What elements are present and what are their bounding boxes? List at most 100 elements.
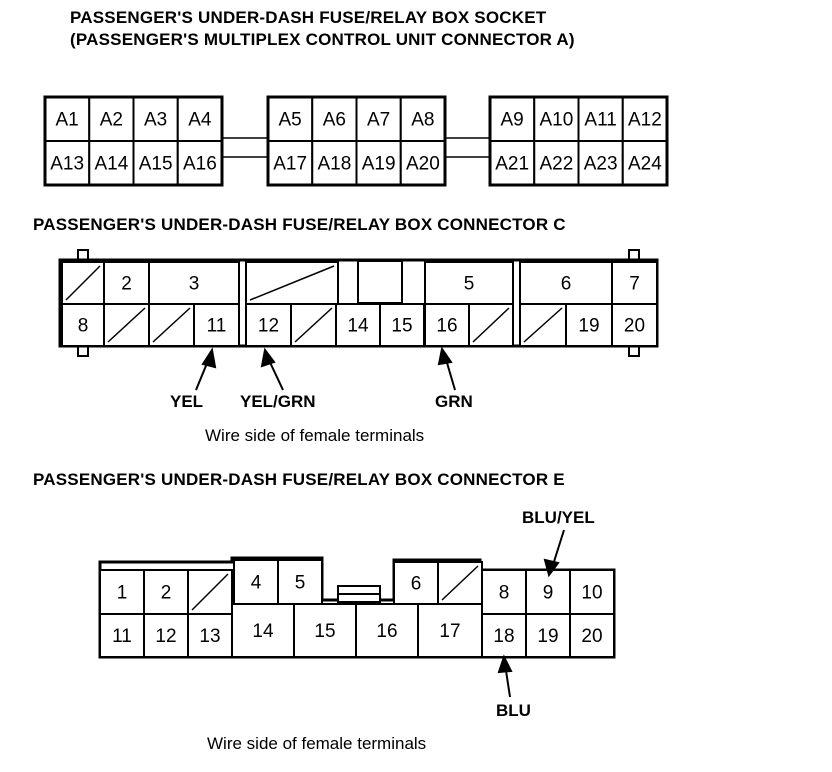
- terminal-number: A22: [539, 154, 573, 175]
- connector-c-title: PASSENGER'S UNDER-DASH FUSE/RELAY BOX CO…: [33, 215, 566, 234]
- socket-block-frame: [488, 95, 669, 187]
- terminal-number: 2: [161, 583, 172, 604]
- socket-terminal-a5: A5: [267, 96, 314, 142]
- wire-label-blu-yel: BLU/YEL: [522, 508, 595, 527]
- connector-c-terminal-6: 6: [519, 261, 613, 305]
- connector-c-empty-cavity: [103, 303, 150, 347]
- socket-terminal-a22: A22: [533, 140, 580, 186]
- terminal-number: A16: [183, 154, 217, 175]
- terminal-number: A14: [94, 154, 128, 175]
- socket-terminal-a19: A19: [355, 140, 402, 186]
- terminal-number: 15: [314, 621, 335, 642]
- wire-label-yel: YEL: [170, 392, 204, 411]
- connector-c-empty-cavity: [290, 303, 337, 347]
- connector-c-terminal-11: 11: [193, 303, 240, 347]
- terminal-number: 20: [581, 626, 602, 647]
- terminal-number: 2: [121, 274, 132, 295]
- socket-terminal-a9: A9: [489, 96, 536, 142]
- connector-e-terminal-20: 20: [569, 613, 615, 658]
- connector-e-terminal-8: 8: [481, 569, 527, 615]
- connector-c-terminal-20: 20: [611, 303, 658, 347]
- connector-c-empty-cavity: [468, 303, 514, 347]
- terminal-number: 13: [199, 626, 220, 647]
- empty-cavity-mark: [191, 573, 229, 611]
- terminal-number: 11: [112, 626, 132, 647]
- terminal-number: A7: [367, 110, 390, 131]
- socket-terminal-a2: A2: [88, 96, 135, 142]
- empty-cavity-mark: [294, 307, 333, 343]
- connector-c-terminal-2: 2: [103, 261, 150, 305]
- connector-c-terminal-16: 16: [424, 303, 470, 347]
- terminal-number: A4: [188, 110, 212, 131]
- connector-e-caption: Wire side of female terminals: [207, 734, 427, 753]
- empty-cavity-mark: [107, 307, 146, 343]
- terminal-number: 15: [391, 316, 412, 337]
- socket-block-frame: [43, 95, 224, 187]
- terminal-number: 20: [624, 316, 645, 337]
- connector-e-terminal-11: 11: [99, 613, 145, 658]
- connector-e-terminal-13: 13: [187, 613, 233, 658]
- socket-terminal-a4: A4: [176, 96, 223, 142]
- terminal-number: A19: [362, 154, 396, 175]
- connector-c-empty-cavity: [148, 303, 195, 347]
- connector-c-terminal-15: 15: [379, 303, 425, 347]
- terminal-number: 16: [376, 621, 397, 642]
- arrow-head: [201, 347, 217, 369]
- socket-terminal-a24: A24: [621, 140, 668, 186]
- connector-c-terminal-7: 7: [611, 261, 658, 305]
- connector-c-empty-cavity: [61, 261, 105, 305]
- terminal-number: 5: [464, 274, 475, 295]
- connector-c-terminal-8: 8: [61, 303, 105, 347]
- arrow-head: [437, 346, 453, 366]
- terminal-number: 19: [537, 626, 558, 647]
- terminal-number: A23: [584, 154, 618, 175]
- terminal-number: 17: [439, 621, 460, 642]
- socket-terminal-a18: A18: [311, 140, 358, 186]
- terminal-number: A15: [139, 154, 173, 175]
- wire-label-blu: BLU: [496, 701, 531, 720]
- terminal-number: A18: [317, 154, 351, 175]
- connector-e-terminal-12: 12: [143, 613, 189, 658]
- terminal-number: 8: [78, 316, 89, 337]
- terminal-number: A10: [539, 110, 573, 131]
- empty-cavity-mark: [249, 265, 335, 301]
- arrow-head: [543, 558, 560, 578]
- socket-terminal-a21: A21: [489, 140, 536, 186]
- terminal-number: A8: [411, 110, 434, 131]
- terminal-number: A20: [406, 154, 440, 175]
- terminal-number: 6: [411, 574, 422, 595]
- connector-e-terminal-16: 16: [355, 603, 419, 658]
- terminal-number: A6: [323, 110, 346, 131]
- socket-terminal-a11: A11: [577, 96, 624, 142]
- socket-title-line2: (PASSENGER'S MULTIPLEX CONTROL UNIT CONN…: [70, 30, 575, 49]
- connector-e-terminal-18: 18: [481, 613, 527, 658]
- connector-e-terminal-1: 1: [99, 569, 145, 615]
- socket-terminal-a7: A7: [355, 96, 402, 142]
- socket-terminal-a3: A3: [132, 96, 179, 142]
- empty-cavity-mark: [152, 307, 191, 343]
- terminal-number: A21: [495, 154, 529, 175]
- socket-terminal-a8: A8: [399, 96, 446, 142]
- connector-c-terminal-5: 5: [424, 261, 514, 305]
- socket-terminal-a14: A14: [88, 140, 135, 186]
- connector-e-terminal-15: 15: [293, 603, 357, 658]
- connector-c-empty-cavity: [245, 261, 339, 305]
- connector-c-terminal-19: 19: [565, 303, 613, 347]
- socket-terminal-a20: A20: [399, 140, 446, 186]
- connector-e-terminal-19: 19: [525, 613, 571, 658]
- socket-terminal-a23: A23: [577, 140, 624, 186]
- terminal-number: 9: [543, 583, 554, 604]
- arrow-head: [497, 654, 513, 674]
- empty-cavity-mark: [65, 265, 101, 301]
- terminal-number: A11: [584, 110, 616, 131]
- connector-e-terminal-14: 14: [231, 603, 295, 658]
- empty-cavity-mark: [441, 565, 479, 601]
- connector-e-terminal-2: 2: [143, 569, 189, 615]
- terminal-number: 12: [155, 626, 176, 647]
- connector-e-terminal-9: 9: [525, 569, 571, 615]
- terminal-number: 8: [499, 583, 510, 604]
